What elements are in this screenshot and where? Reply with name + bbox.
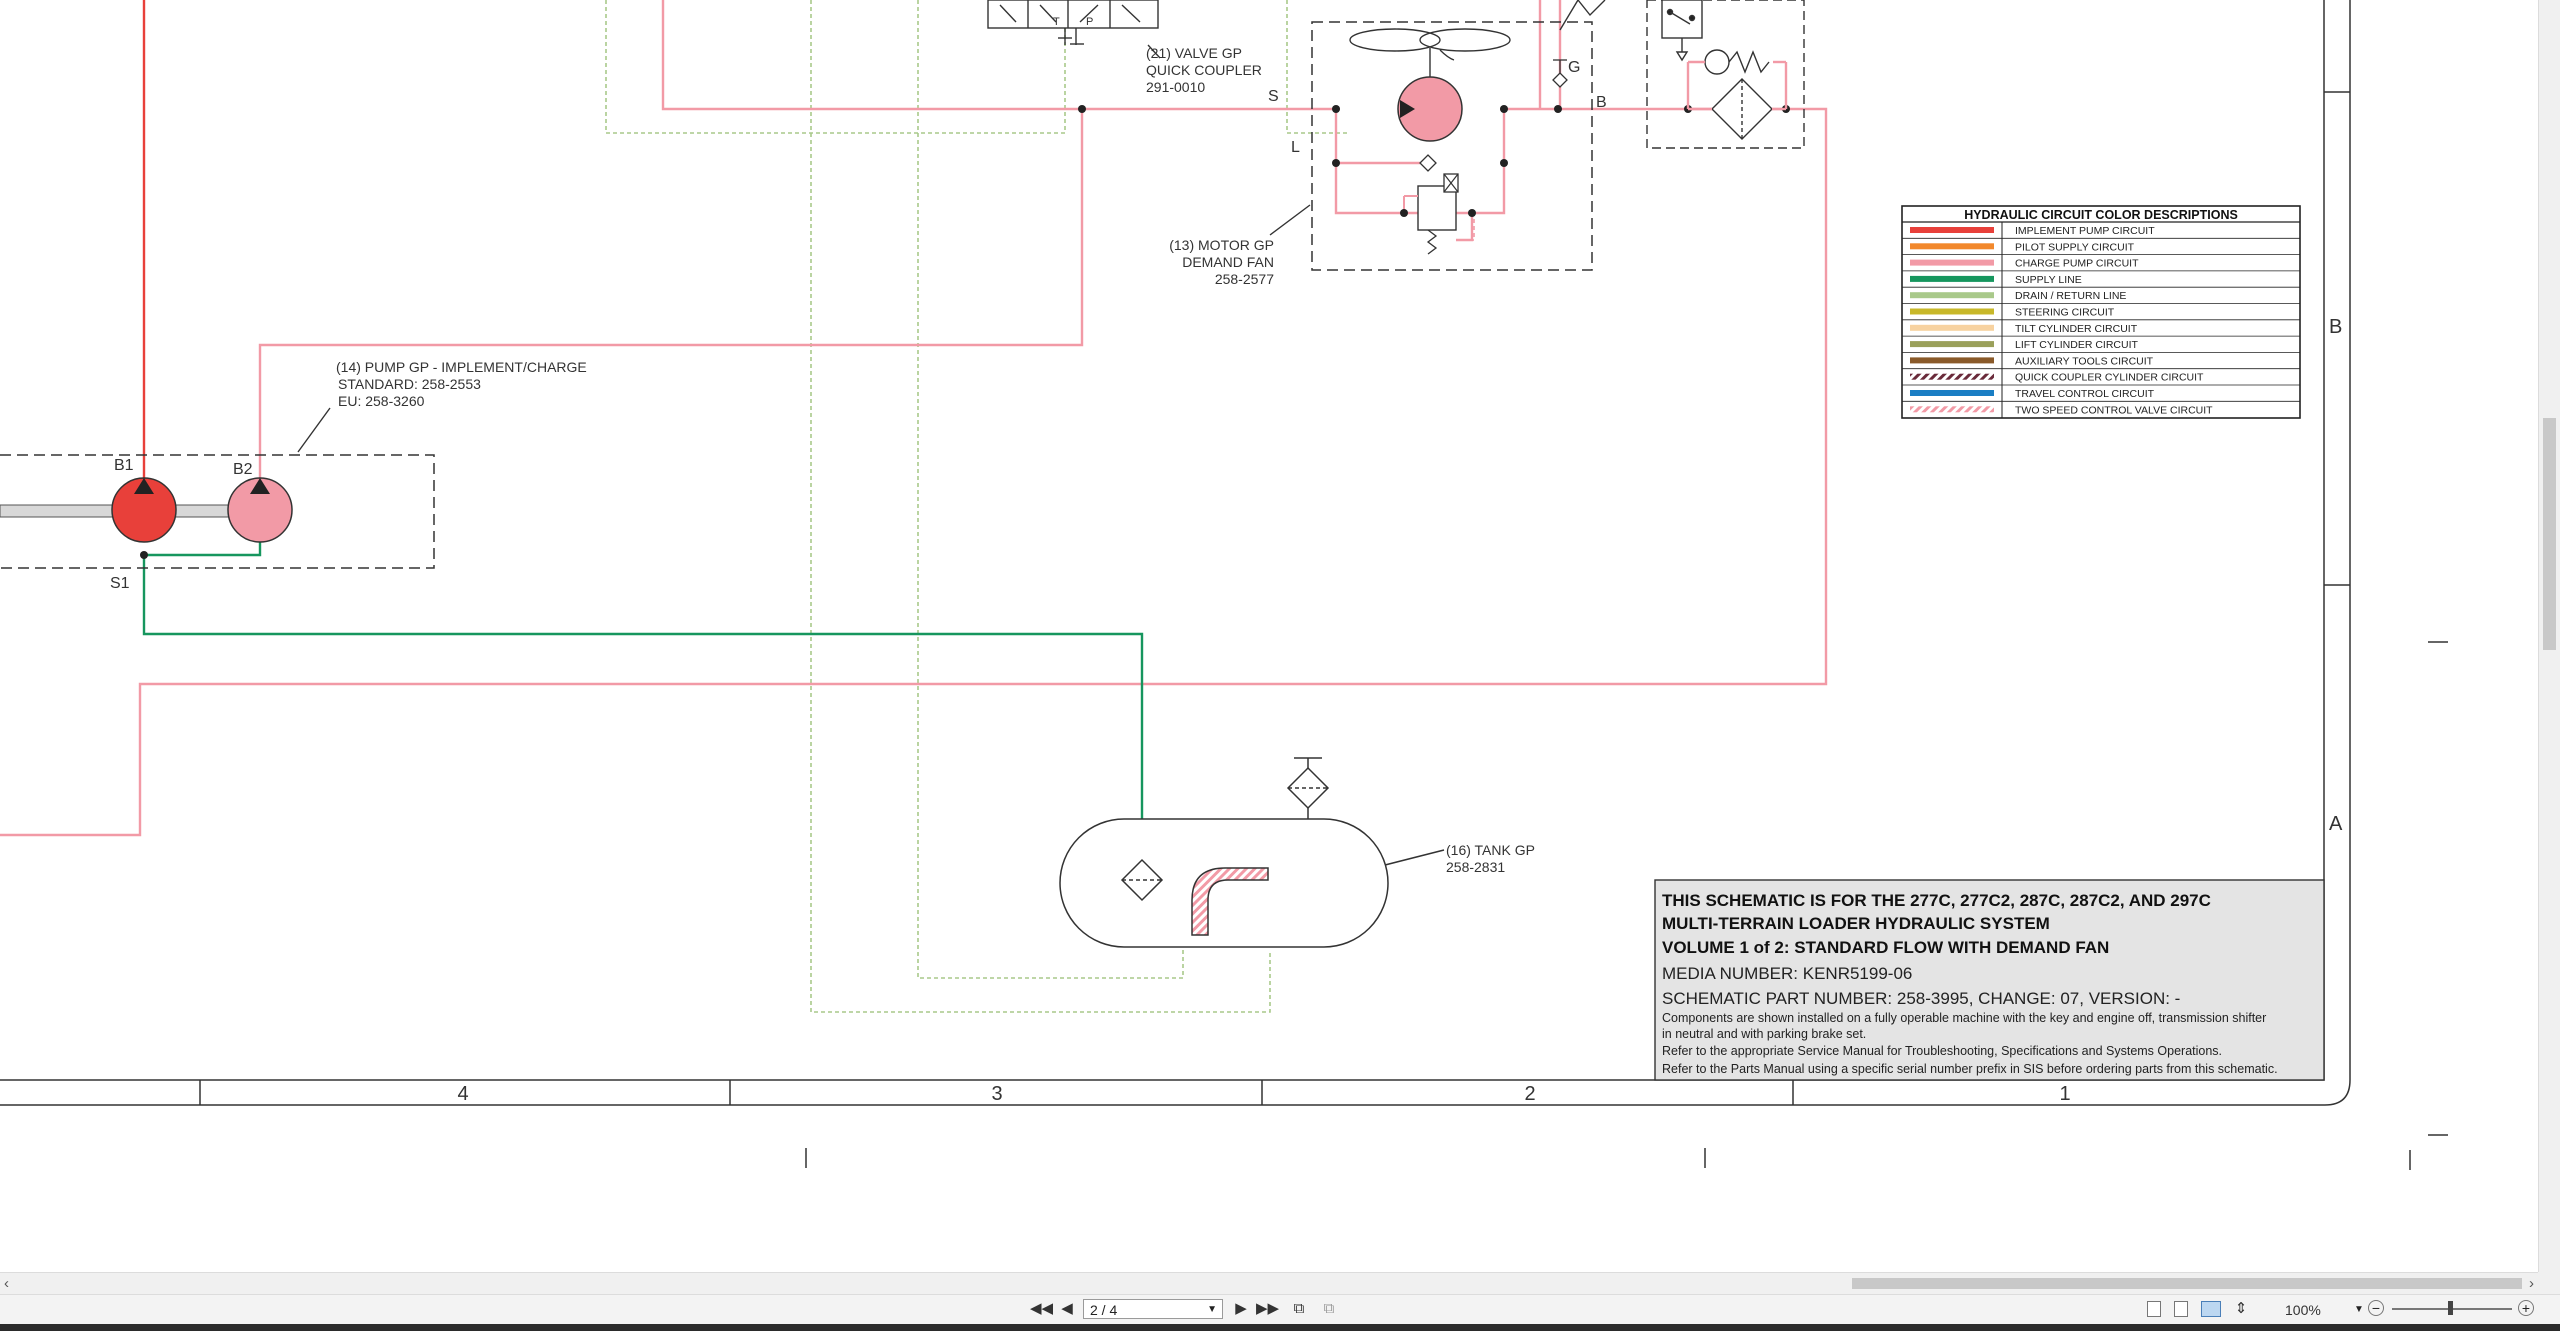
note-2: Refer to the appropriate Service Manual … — [1662, 1044, 2222, 1058]
filter-group — [1646, 0, 1805, 149]
viewer-toolbar: ◀◀ ◀ 2 / 4 ▼ ▶ ▶▶ ⧉ ⧉ ⇕ 100% ▼ − + — [0, 1294, 2560, 1324]
column-label-1: 1 — [2059, 1083, 2070, 1105]
valve-label-line-2: QUICK COUPLER — [1146, 62, 1262, 78]
title-block: THIS SCHEMATIC IS FOR THE 277C, 277C2, 2… — [1654, 879, 2325, 1081]
legend-label: DRAIN / RETURN LINE — [2015, 290, 2126, 302]
hydraulic-tank — [1059, 757, 1445, 948]
copy-page-icon[interactable]: ⧉ — [1293, 1300, 1305, 1317]
horizontal-scrollbar[interactable]: ‹ › — [0, 1272, 2538, 1294]
tank-label-line-2: 258-2831 — [1446, 859, 1505, 875]
charge-pump-lines — [0, 0, 1828, 837]
hydraulic-schematic: B A 4 3 2 1 T — [0, 0, 2448, 1170]
motor-port-b: B — [1596, 94, 1607, 111]
zone-label-b: B — [2329, 316, 2342, 338]
title-line-1: THIS SCHEMATIC IS FOR THE 277C, 277C2, 2… — [1662, 891, 2211, 910]
pump-port-b1: B1 — [114, 457, 134, 474]
drain-return-lines — [605, 0, 1348, 1013]
legend-label: TILT CYLINDER CIRCUIT — [2015, 323, 2138, 335]
single-page-view-icon[interactable] — [2147, 1301, 2161, 1317]
next-page-icon[interactable]: ▶ — [1235, 1300, 1247, 1317]
legend-swatch — [1910, 243, 1994, 250]
motor-label-line-2: DEMAND FAN — [1182, 254, 1274, 270]
motor-port-s: S — [1268, 88, 1279, 105]
title-line-2: MULTI-TERRAIN LOADER HYDRAULIC SYSTEM — [1662, 914, 2050, 933]
legend-label: AUXILIARY TOOLS CIRCUIT — [2015, 355, 2154, 367]
legend-swatch — [1910, 292, 1994, 299]
zoom-out-icon[interactable]: − — [2368, 1300, 2384, 1316]
zone-label-a: A — [2329, 813, 2343, 835]
valve-port-t: T — [1053, 16, 1060, 28]
page-number-value: 2 / 4 — [1090, 1302, 1118, 1318]
valve-port-p: P — [1086, 16, 1093, 28]
pump-label-line-3: EU: 258-3260 — [338, 393, 425, 409]
legend-swatch — [1910, 308, 1994, 315]
motor-port-l: L — [1291, 139, 1300, 156]
legend-swatch — [1910, 259, 1994, 266]
last-page-icon[interactable]: ▶▶ — [1256, 1300, 1280, 1317]
first-page-icon[interactable]: ◀◀ — [1030, 1300, 1054, 1317]
legend-label: SUPPLY LINE — [2015, 274, 2082, 286]
vertical-scrollbar[interactable] — [2538, 0, 2560, 1272]
scroll-corner — [2538, 1272, 2560, 1294]
implement-charge-pump — [0, 407, 435, 569]
zoom-dropdown-icon[interactable]: ▼ — [2354, 1304, 2364, 1315]
note-3: Refer to the Parts Manual using a specif… — [1662, 1062, 2278, 1076]
supply-line — [142, 528, 1144, 870]
legend-swatch — [1910, 373, 1994, 380]
legend-label: TRAVEL CONTROL CIRCUIT — [2015, 388, 2155, 400]
document-viewport[interactable]: B A 4 3 2 1 T — [0, 0, 2538, 1272]
legend-label: TWO SPEED CONTROL VALVE CIRCUIT — [2015, 404, 2213, 416]
legend-swatch — [1910, 406, 1994, 413]
note-1a: Components are shown installed on a full… — [1662, 1011, 2266, 1025]
valve-label-line-1: (21) VALVE GP — [1146, 45, 1242, 61]
pump-label-line-2: STANDARD: 258-2553 — [338, 376, 481, 392]
paste-page-icon[interactable]: ⧉ — [1323, 1300, 1335, 1317]
legend-swatch — [1910, 227, 1994, 233]
column-label-4: 4 — [457, 1083, 468, 1105]
facing-pages-view-icon[interactable] — [2201, 1301, 2221, 1317]
circuit-color-legend: HYDRAULIC CIRCUIT COLOR DESCRIPTIONS IMP… — [1901, 205, 2301, 419]
column-label-3: 3 — [991, 1083, 1002, 1105]
scroll-right-icon[interactable]: › — [2529, 1275, 2534, 1292]
page-number-selector[interactable]: 2 / 4 ▼ — [1083, 1299, 1223, 1319]
legend-label: IMPLEMENT PUMP CIRCUIT — [2015, 225, 2155, 237]
chevron-down-icon: ▼ — [1207, 1304, 1217, 1315]
legend-label: STEERING CIRCUIT — [2015, 307, 2115, 319]
zoom-level[interactable]: 100% — [2285, 1302, 2321, 1318]
legend-swatch — [1910, 341, 1994, 348]
legend-label: PILOT SUPPLY CIRCUIT — [2015, 241, 2135, 253]
scroll-left-icon[interactable]: ‹ — [4, 1275, 9, 1292]
previous-page-icon[interactable]: ◀ — [1061, 1300, 1073, 1317]
legend-swatch — [1910, 390, 1994, 396]
title-line-3: VOLUME 1 of 2: STANDARD FLOW WITH DEMAND… — [1662, 938, 2109, 957]
demand-fan-motor — [1078, 0, 1790, 271]
legend-swatch — [1910, 324, 1994, 331]
motor-port-g: G — [1568, 59, 1580, 76]
schematic-part-number: SCHEMATIC PART NUMBER: 258-3995, CHANGE:… — [1662, 989, 2180, 1008]
motor-label-line-3: 258-2577 — [1215, 271, 1274, 287]
legend-swatch — [1910, 357, 1994, 364]
vertical-scroll-thumb[interactable] — [2543, 418, 2556, 650]
note-1b: in neutral and with parking brake set. — [1662, 1027, 1866, 1041]
tank-label-line-1: (16) TANK GP — [1446, 842, 1535, 858]
pump-label-line-1: (14) PUMP GP - IMPLEMENT/CHARGE — [336, 359, 587, 375]
media-number: MEDIA NUMBER: KENR5199-06 — [1662, 964, 1912, 983]
legend-label: LIFT CYLINDER CIRCUIT — [2015, 339, 2138, 351]
zoom-in-icon[interactable]: + — [2518, 1300, 2534, 1316]
motor-label-line-1: (13) MOTOR GP — [1169, 237, 1274, 253]
legend-title: HYDRAULIC CIRCUIT COLOR DESCRIPTIONS — [1964, 208, 2238, 222]
legend-label: QUICK COUPLER CYLINDER CIRCUIT — [2015, 372, 2204, 384]
fit-width-icon[interactable]: ⇕ — [2234, 1300, 2248, 1317]
horizontal-scroll-thumb[interactable] — [1852, 1278, 2522, 1289]
quick-coupler-valve — [987, 0, 1161, 59]
pump-port-b2: B2 — [233, 461, 253, 478]
zoom-slider-thumb[interactable] — [2448, 1301, 2453, 1315]
column-label-2: 2 — [1524, 1083, 1535, 1105]
legend-label: CHARGE PUMP CIRCUIT — [2015, 258, 2139, 270]
pump-port-s1: S1 — [110, 575, 130, 592]
taskbar-edge — [0, 1324, 2560, 1331]
continuous-view-icon[interactable] — [2174, 1301, 2188, 1317]
legend-swatch — [1910, 275, 1994, 282]
valve-label-line-3: 291-0010 — [1146, 79, 1205, 95]
